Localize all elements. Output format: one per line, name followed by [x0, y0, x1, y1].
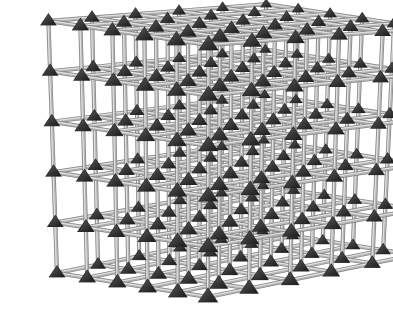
lattice-rod	[50, 71, 52, 122]
lattice-rod	[55, 222, 57, 273]
lattice-rod	[53, 172, 55, 223]
lattice-rod	[281, 202, 282, 249]
lattice-rod	[51, 121, 53, 172]
lattice-rod	[95, 165, 97, 215]
lattice-rod	[324, 149, 326, 195]
lattice-rod	[96, 215, 98, 265]
lattice-rod	[48, 21, 50, 72]
lattice-rod	[282, 156, 283, 203]
lattice-rod	[354, 154, 356, 200]
lattice-rod	[356, 109, 358, 155]
lattice-rod	[138, 207, 139, 256]
